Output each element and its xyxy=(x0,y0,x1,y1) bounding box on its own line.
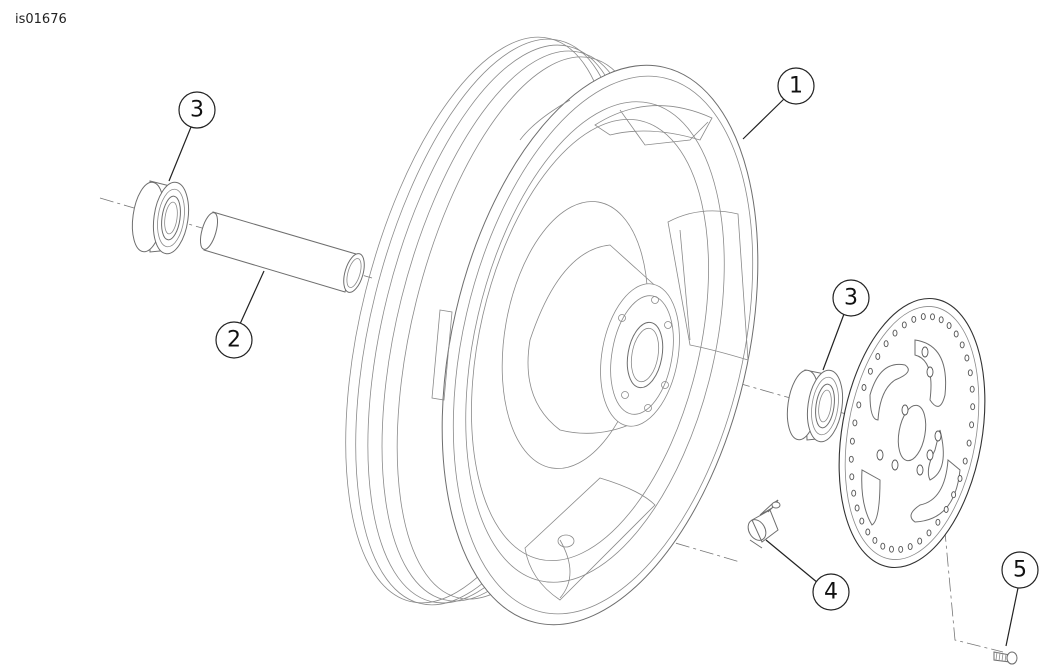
disc-hole xyxy=(926,449,934,461)
disc-hole xyxy=(889,545,894,553)
disc-hole xyxy=(969,421,975,429)
disc-hole xyxy=(883,340,889,348)
disc-hole xyxy=(901,321,907,329)
disc-hole xyxy=(917,537,923,545)
disc-hole xyxy=(959,341,965,349)
disc-hole xyxy=(849,473,855,481)
brake-disc xyxy=(838,297,986,569)
disc-hole xyxy=(920,313,926,321)
disc-hole xyxy=(861,384,867,391)
callout-2-label: 2 xyxy=(227,328,241,353)
disc-hole xyxy=(966,439,972,447)
disc-hole xyxy=(953,330,959,338)
wheel xyxy=(345,36,759,626)
disc-hole xyxy=(848,455,854,463)
disc-hole xyxy=(854,504,860,512)
disc-hole xyxy=(916,464,924,476)
disc-hole xyxy=(901,404,909,416)
disc-holes xyxy=(848,313,976,553)
valve-stem xyxy=(747,499,781,549)
callout-1: 1 xyxy=(777,67,815,105)
disc-hole xyxy=(880,542,886,550)
disc-hole xyxy=(859,517,865,525)
disc-hole xyxy=(962,457,968,465)
disc-hole xyxy=(946,322,952,330)
disc-hole xyxy=(898,545,904,553)
leader-lines xyxy=(168,97,1019,647)
bearing-right xyxy=(786,369,844,443)
disc-hole xyxy=(865,528,871,536)
disc-hole xyxy=(967,369,973,377)
bearing-left xyxy=(131,180,190,255)
disc-hole xyxy=(872,536,878,544)
disc-hole xyxy=(935,518,941,526)
disc-hole xyxy=(926,366,934,378)
disc-hole xyxy=(876,449,884,461)
disc-hole xyxy=(969,385,975,393)
disc-hole xyxy=(867,367,873,375)
disc-hole xyxy=(951,491,957,499)
callout-4: 4 xyxy=(812,573,850,611)
disc-hole xyxy=(892,329,898,337)
disc-hole xyxy=(852,419,858,427)
disc-hole xyxy=(957,475,963,482)
disc-hole xyxy=(926,529,932,537)
disc-hole xyxy=(938,316,944,324)
callout-1-label: 1 xyxy=(789,74,803,99)
callout-2: 2 xyxy=(215,321,253,359)
disc-hole xyxy=(921,346,929,358)
disc-hole xyxy=(849,437,855,445)
figure-id: is01676 xyxy=(15,12,67,27)
disc-hole xyxy=(875,353,881,360)
disc-hole xyxy=(891,459,899,471)
callout-5: 5 xyxy=(1001,551,1039,589)
disc-hole xyxy=(970,403,976,411)
disc-hole xyxy=(856,401,862,409)
callout-3-left: 3 xyxy=(178,91,216,129)
axle-spacer xyxy=(199,211,365,293)
disc-hole xyxy=(964,354,970,362)
callout-3-right-label: 3 xyxy=(844,286,858,311)
screw xyxy=(993,651,1018,665)
callout-3-right: 3 xyxy=(832,279,870,317)
disc-hole xyxy=(930,313,935,321)
disc-hole xyxy=(943,506,949,513)
disc-hole xyxy=(911,315,917,323)
disc-hole xyxy=(851,489,857,497)
disc-hole xyxy=(934,430,942,442)
callout-4-label: 4 xyxy=(824,580,838,605)
callout-5-label: 5 xyxy=(1013,558,1027,583)
callout-3-left-label: 3 xyxy=(190,98,204,123)
disc-hole xyxy=(907,543,913,551)
